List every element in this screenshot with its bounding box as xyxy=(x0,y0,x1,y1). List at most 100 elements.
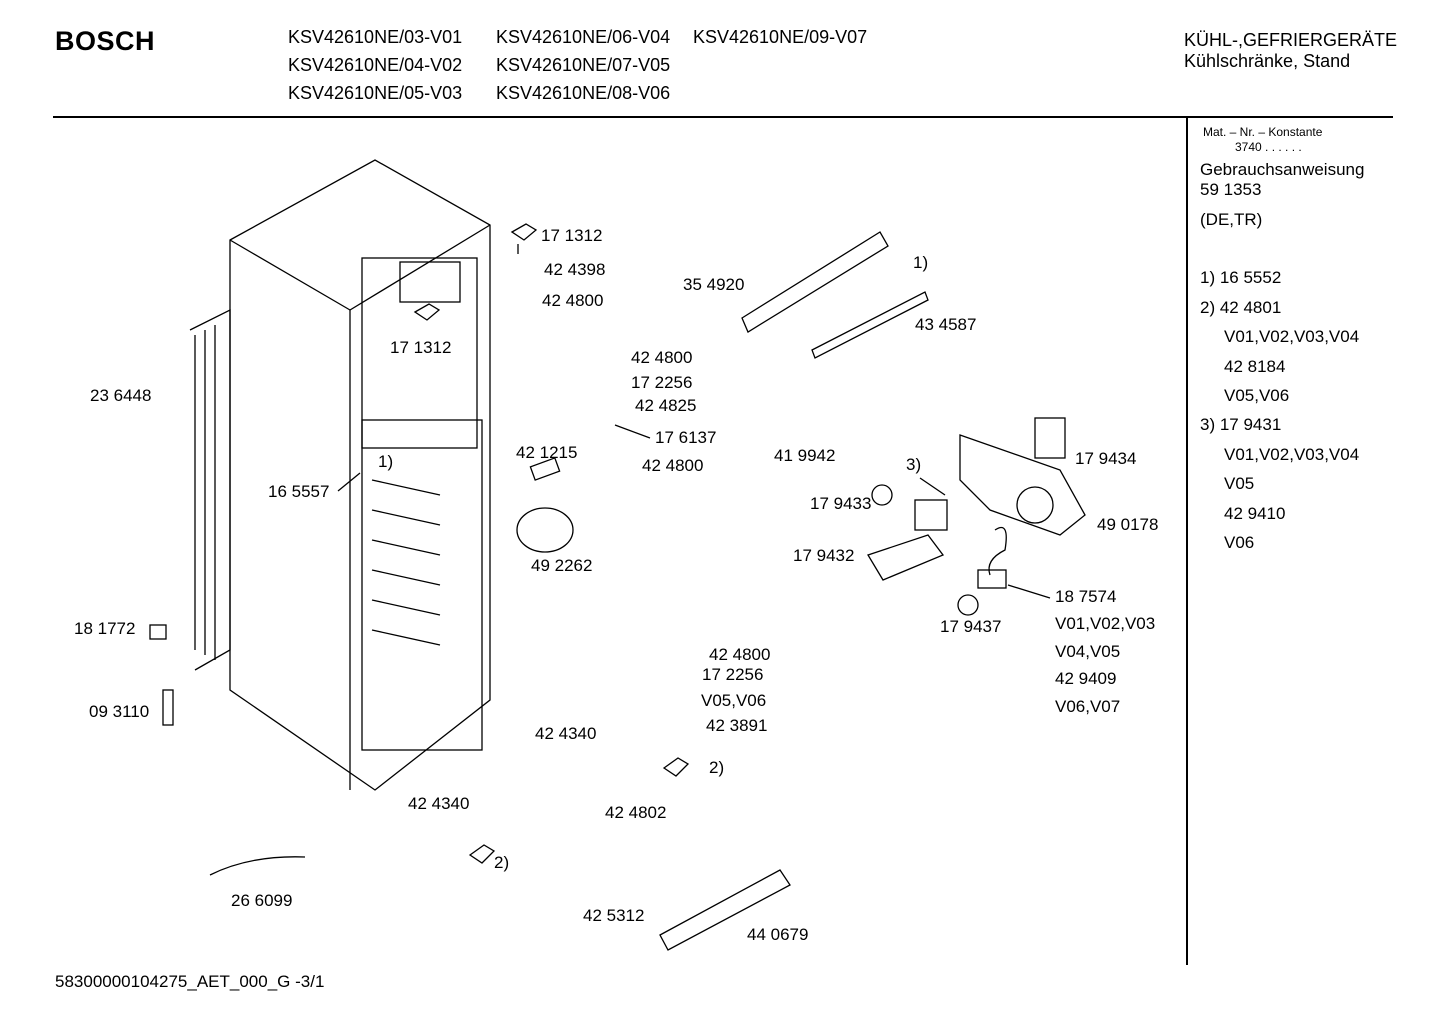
mat-value: 3740 . . . . . . xyxy=(1235,140,1302,154)
power-cord xyxy=(209,856,306,876)
part-label: 42 5312 xyxy=(583,906,645,925)
brand-logo: BOSCH xyxy=(55,26,156,56)
part-label: 17 2256 xyxy=(702,665,764,684)
condenser-coil xyxy=(189,308,231,671)
freezer-opening xyxy=(399,261,461,303)
fridge-upper-compartment xyxy=(361,257,478,449)
part-label: 42 4800 xyxy=(631,348,693,367)
part-label: 1) xyxy=(913,253,929,272)
part-label: 09 3110 xyxy=(89,702,150,721)
part-label: 49 0178 xyxy=(1097,515,1159,534)
model-number: KSV42610NE/09-V07 xyxy=(693,27,868,47)
sidebar-note: 42 9410 xyxy=(1224,504,1286,523)
sidebar-note: V01,V02,V03,V04 xyxy=(1224,445,1360,464)
part-label: 26 6099 xyxy=(231,891,293,910)
manual-title: Gebrauchsanweisung xyxy=(1200,160,1365,179)
lamp-cover xyxy=(1034,417,1066,459)
bracket-icon xyxy=(468,844,496,864)
part-label: V05,V06 xyxy=(701,691,767,710)
part-label: 2) xyxy=(494,853,510,872)
bracket-icon xyxy=(510,223,538,254)
sidebar-note: 2) 42 4801 xyxy=(1200,298,1282,317)
lamp-lens xyxy=(1016,486,1054,524)
sidebar-note: V05,V06 xyxy=(1224,386,1290,405)
part-label: 17 9437 xyxy=(940,617,1002,636)
part-label: 42 9409 xyxy=(1055,669,1117,688)
kick-plate xyxy=(659,869,791,951)
part-label: 42 4802 xyxy=(605,803,667,822)
part-label: 2) xyxy=(709,758,725,777)
filter-drier xyxy=(162,689,174,726)
part-label: V06,V07 xyxy=(1055,697,1121,716)
sidebar-note: V05 xyxy=(1224,474,1255,493)
sidebar-note: 42 8184 xyxy=(1224,357,1286,376)
leader-line xyxy=(614,424,651,439)
fan-cover xyxy=(529,457,561,481)
sidebar-note: 3) 17 9431 xyxy=(1200,415,1282,434)
knob xyxy=(957,594,979,616)
control-panel xyxy=(741,231,889,333)
fan-housing xyxy=(516,507,574,553)
part-label: 17 6137 xyxy=(655,428,717,447)
sidebar-note: V01,V02,V03,V04 xyxy=(1224,327,1360,346)
part-label: 17 1312 xyxy=(541,226,603,245)
sidebar-note: 1) 16 5552 xyxy=(1200,268,1282,287)
part-label: 17 2256 xyxy=(631,373,693,392)
clip-icon xyxy=(149,624,167,640)
part-label: 3) xyxy=(906,455,922,474)
model-number: KSV42610NE/08-V06 xyxy=(496,83,671,103)
document-id: 58300000104275_AET_000_G -3/1 xyxy=(55,972,325,991)
mat-label: Mat. – Nr. – Konstante xyxy=(1203,125,1323,139)
part-label: 44 0679 xyxy=(747,925,809,944)
shelf-rails xyxy=(371,479,441,646)
model-number: KSV42610NE/03-V01 xyxy=(288,27,463,47)
model-number: KSV42610NE/05-V03 xyxy=(288,83,463,103)
bracket-icon xyxy=(662,757,690,777)
sidebar-rule xyxy=(1186,118,1188,965)
panel-strip xyxy=(811,291,929,359)
part-label: 42 4825 xyxy=(635,396,697,415)
thermostat xyxy=(914,499,948,531)
model-number: KSV42610NE/06-V04 xyxy=(496,27,671,47)
model-number: KSV42610NE/04-V02 xyxy=(288,55,463,75)
part-label: 18 1772 xyxy=(74,619,136,638)
part-label: 23 6448 xyxy=(90,386,152,405)
part-label: 18 7574 xyxy=(1055,587,1117,606)
manual-languages: (DE,TR) xyxy=(1200,210,1263,229)
part-label: 41 9942 xyxy=(774,446,836,465)
leader-line xyxy=(337,472,361,492)
part-label: 16 5557 xyxy=(268,482,330,501)
part-label: 43 4587 xyxy=(915,315,977,334)
part-label: 17 9432 xyxy=(793,546,855,565)
part-label: 17 1312 xyxy=(390,338,452,357)
cable xyxy=(988,526,1007,576)
header-rule xyxy=(53,116,1393,118)
category-subtitle: Kühlschränke, Stand xyxy=(1184,51,1351,71)
part-label: 42 4340 xyxy=(408,794,470,813)
part-label: 42 4398 xyxy=(544,260,606,279)
manual-number: 59 1353 xyxy=(1200,180,1262,199)
lamp-housing xyxy=(959,434,1086,536)
bracket-icon xyxy=(413,303,441,321)
part-label: 42 4340 xyxy=(535,724,597,743)
leader-line xyxy=(1007,584,1051,599)
part-label: 17 9433 xyxy=(810,494,872,513)
model-number: KSV42610NE/07-V05 xyxy=(496,55,671,75)
lamp-grille xyxy=(867,534,945,581)
part-label: 42 4800 xyxy=(642,456,704,475)
part-label: 49 2262 xyxy=(531,556,593,575)
fridge-edge xyxy=(349,224,491,311)
fridge-lower-compartment xyxy=(361,419,483,751)
part-label: V04,V05 xyxy=(1055,642,1121,661)
part-label: 42 1215 xyxy=(516,443,578,462)
leader-line xyxy=(919,477,946,496)
part-label: 35 4920 xyxy=(683,275,745,294)
part-label: 42 4800 xyxy=(542,291,604,310)
part-label: 17 9434 xyxy=(1075,449,1137,468)
category-title: KÜHL-,GEFRIERGERÄTE xyxy=(1184,30,1398,50)
part-label: 1) xyxy=(378,452,394,471)
lamp-socket xyxy=(871,484,893,506)
sensor xyxy=(977,569,1007,589)
fridge-cabinet-outline xyxy=(229,159,491,791)
